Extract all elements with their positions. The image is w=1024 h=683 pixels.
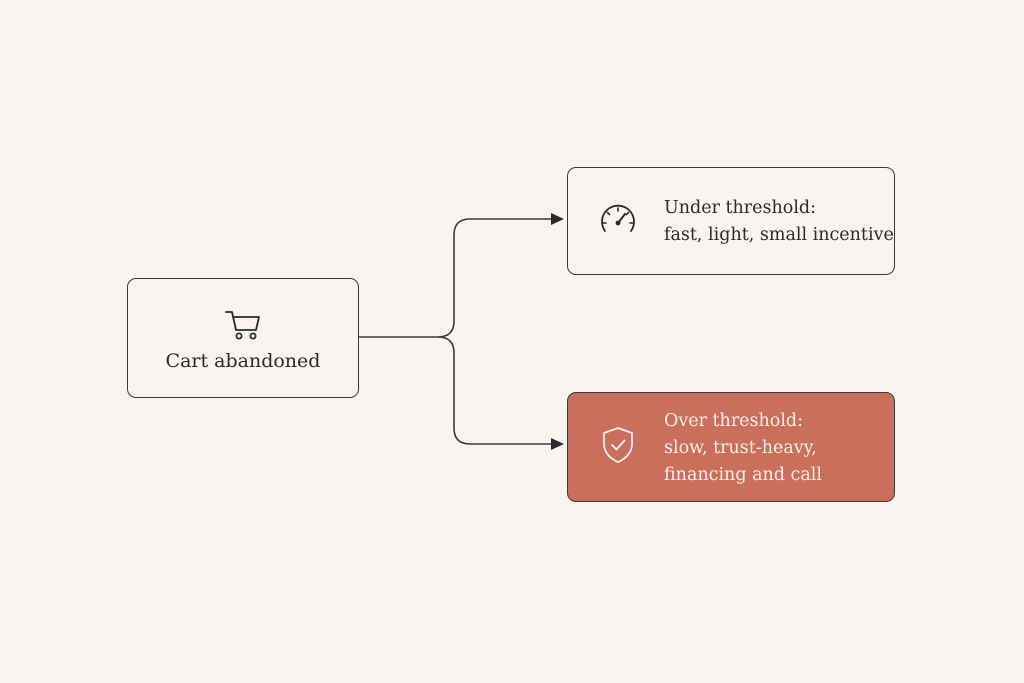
node-under-threshold: Under threshold: fast, light, small ince… bbox=[567, 167, 895, 275]
node-under-threshold-text: Under threshold: fast, light, small ince… bbox=[664, 195, 894, 249]
node-over-threshold-line: financing and call bbox=[664, 465, 822, 485]
node-under-threshold-line: Under threshold: bbox=[664, 198, 817, 218]
node-under-threshold-line: fast, light, small incentive bbox=[664, 225, 894, 245]
node-over-threshold: Over threshold: slow, trust-heavy, finan… bbox=[567, 392, 895, 502]
cart-icon bbox=[225, 311, 260, 340]
arrowhead-under-threshold bbox=[551, 213, 564, 225]
node-cart-abandoned-label: Cart abandoned bbox=[165, 350, 321, 372]
node-over-threshold-text: Over threshold: slow, trust-heavy, finan… bbox=[664, 408, 822, 489]
node-over-threshold-line: slow, trust-heavy, bbox=[664, 438, 817, 458]
shield-check-icon bbox=[603, 427, 633, 463]
node-over-threshold-line: Over threshold: bbox=[664, 411, 804, 431]
node-cart-abandoned: Cart abandoned bbox=[127, 278, 359, 398]
arrowhead-over-threshold bbox=[551, 438, 564, 450]
speedometer-icon bbox=[601, 204, 635, 232]
connector-to-under-threshold bbox=[359, 218, 552, 338]
connector-to-over-threshold bbox=[437, 336, 552, 445]
